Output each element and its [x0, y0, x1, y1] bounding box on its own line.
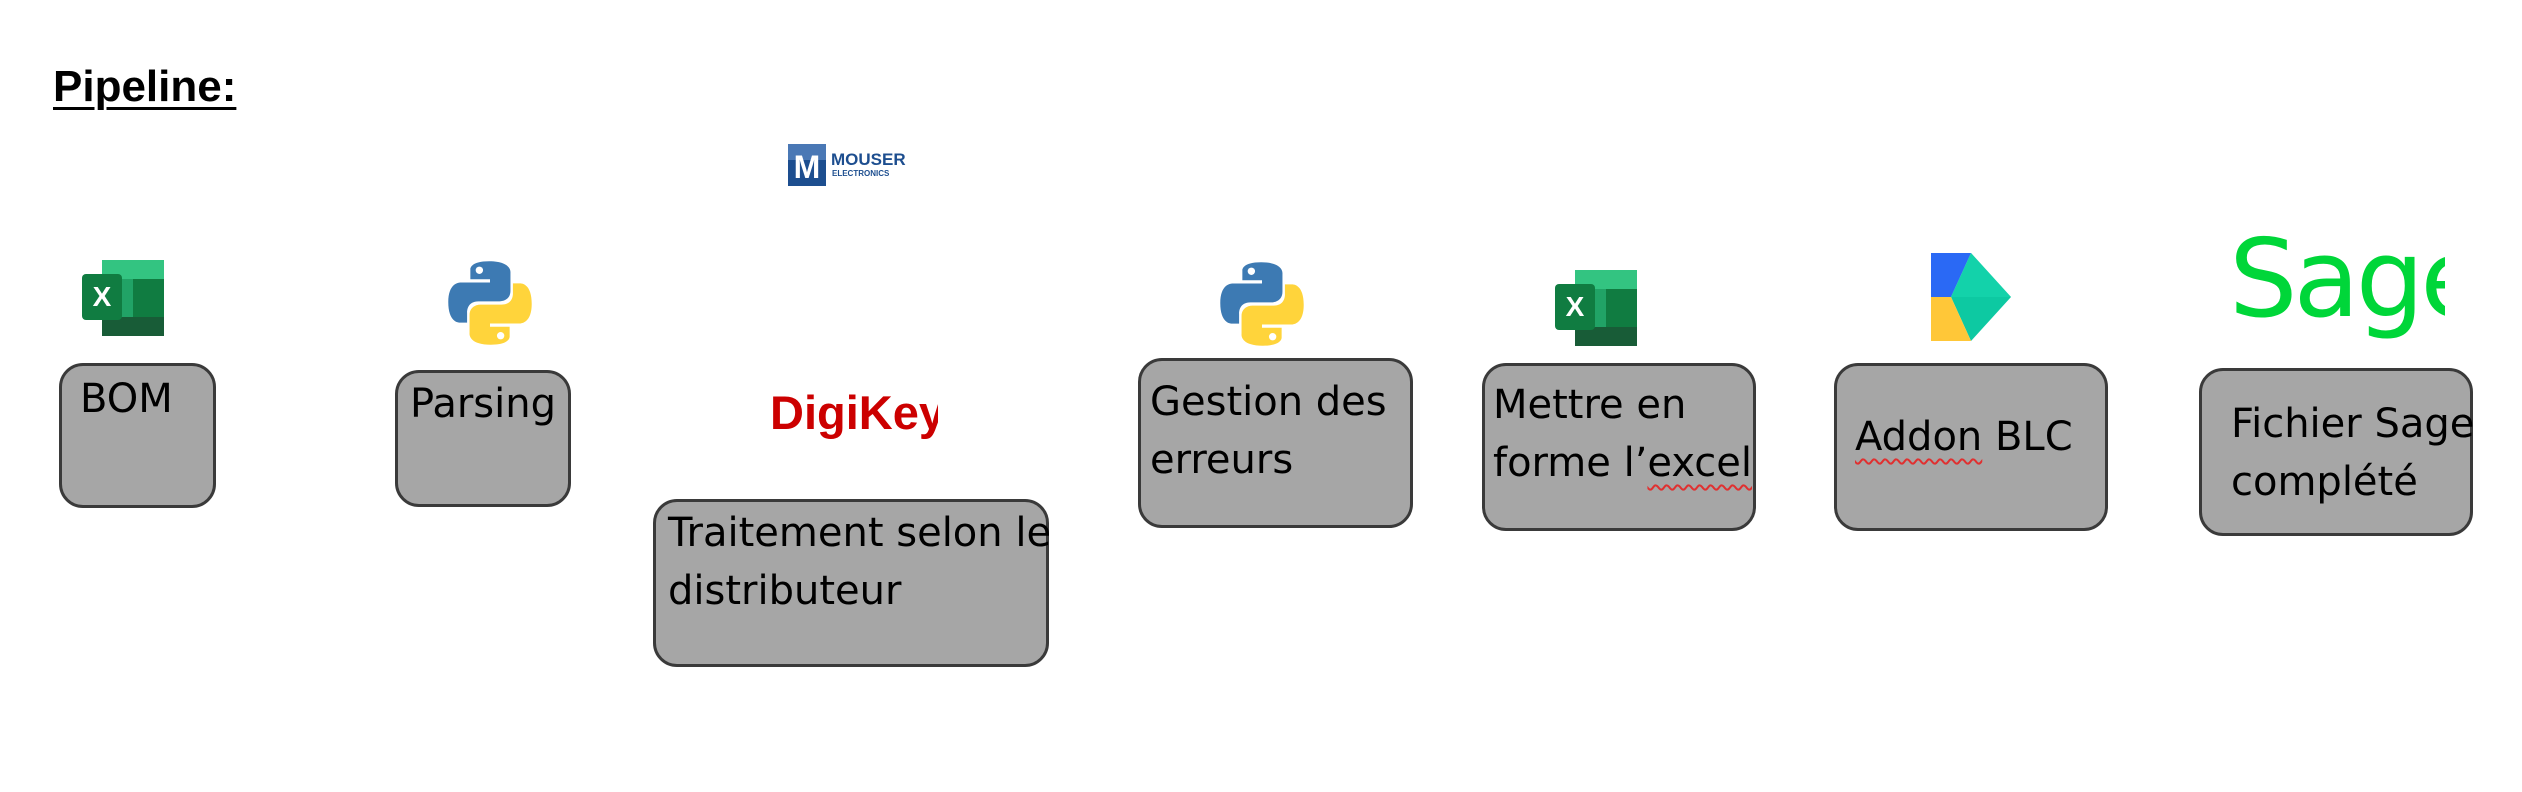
step-addon-label-rest: BLC — [1982, 414, 2073, 460]
digikey-logo: DigiKey — [770, 386, 938, 439]
step-errors-line-1: Gestion des — [1150, 379, 1387, 425]
step-errors: Gestion des erreurs — [1138, 358, 1413, 528]
mouser-name: MOUSER — [831, 150, 906, 169]
step-sage: Fichier Sage complété — [2199, 368, 2475, 536]
step-sage-line-1: Fichier Sage — [2231, 401, 2475, 447]
excel-letter: X — [1566, 291, 1585, 322]
step-parsing: Parsing — [395, 370, 571, 507]
power-automate-icon — [1931, 253, 2011, 341]
step-format-line-2: forme l’excel — [1493, 434, 1753, 492]
excel-icon: X — [1555, 270, 1637, 346]
step-distributor: Traitement selon le distributeur — [653, 499, 1052, 667]
excel-icon: X — [82, 260, 164, 336]
step-distributor-line-1: Traitement selon le — [668, 510, 1052, 556]
step-bom: BOM — [59, 363, 216, 508]
sage-logo: Sage — [2229, 228, 2445, 342]
sage-text: Sage — [2229, 228, 2445, 342]
step-format-misspelled-word: excel — [1647, 440, 1753, 486]
excel-letter: X — [93, 281, 112, 312]
mouser-sub: ELECTRONICS — [832, 169, 890, 178]
step-distributor-line-2: distributeur — [668, 568, 902, 614]
step-addon-label: Addon BLC — [1855, 408, 2105, 466]
python-icon — [1220, 262, 1304, 346]
step-sage-line-2: complété — [2231, 459, 2418, 505]
step-format-line-2-start: forme l’ — [1493, 440, 1648, 486]
digikey-text: DigiKey — [770, 386, 938, 439]
page-title: Pipeline: — [53, 62, 237, 111]
step-errors-line-2: erreurs — [1150, 437, 1294, 483]
step-bom-label: BOM — [80, 376, 173, 422]
step-format: Mettre en forme l’excel — [1482, 363, 1756, 531]
mouser-electronics-logo: M MOUSER ELECTRONICS — [788, 144, 906, 186]
mouser-letter: M — [794, 149, 821, 185]
step-parsing-label: Parsing — [410, 381, 556, 427]
python-icon — [448, 261, 532, 345]
step-addon: Addon BLC — [1834, 363, 2108, 531]
step-format-line-1: Mettre en — [1493, 382, 1687, 428]
step-addon-misspelled-word: Addon — [1855, 414, 1983, 460]
